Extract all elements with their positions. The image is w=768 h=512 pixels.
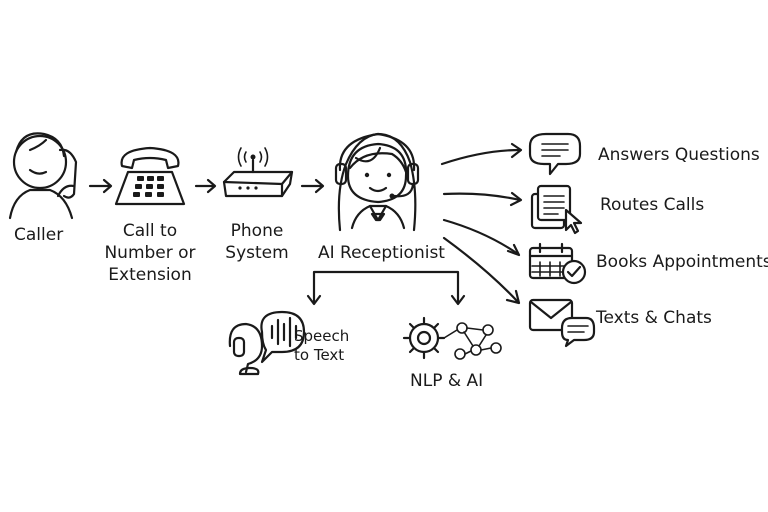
speech-to-text-icon xyxy=(228,310,306,376)
speech-to-text-line-2: to Text xyxy=(294,346,345,364)
call-number-line-3: Extension xyxy=(108,265,192,285)
caller-label: Caller xyxy=(14,225,64,245)
arrow-to-answers xyxy=(440,142,523,166)
arrow-system-to-receptionist xyxy=(300,178,325,194)
call-number-line-2: Number or xyxy=(104,243,196,263)
gear-network-icon xyxy=(402,316,502,360)
desk-phone-icon xyxy=(114,146,186,206)
arrow-phone-to-system xyxy=(194,178,217,194)
phone-system-line-2: System xyxy=(225,243,289,263)
texts-chats-label: Texts & Chats xyxy=(596,308,712,328)
nlp-ai-label: NLP & AI xyxy=(410,371,484,391)
call-number-label: Call to Number or Extension xyxy=(100,220,200,286)
arrow-to-appointments xyxy=(442,218,521,257)
arrow-to-routes xyxy=(442,191,523,207)
envelope-chat-icon xyxy=(528,298,596,348)
receptionist-headset-icon xyxy=(334,132,420,232)
speech-to-text-label: Speech to Text xyxy=(294,327,349,365)
call-number-line-1: Call to xyxy=(122,221,178,241)
arrow-caller-to-phone xyxy=(88,178,113,194)
calendar-check-icon xyxy=(528,242,587,285)
phone-system-line-1: Phone xyxy=(230,221,284,241)
phone-system-label: Phone System xyxy=(212,220,302,264)
speech-to-text-line-1: Speech xyxy=(294,327,350,345)
router-icon xyxy=(222,147,294,198)
caller-icon xyxy=(8,132,78,220)
documents-cursor-icon xyxy=(530,184,583,235)
routes-calls-label: Routes Calls xyxy=(600,195,705,215)
branch-connector xyxy=(306,270,466,306)
answers-questions-label: Answers Questions xyxy=(598,145,760,165)
books-appointments-label: Books Appointments xyxy=(596,252,768,272)
chat-bubble-icon xyxy=(528,132,582,176)
arrow-to-texts xyxy=(442,236,521,305)
ai-receptionist-label: AI Receptionist xyxy=(318,243,445,263)
